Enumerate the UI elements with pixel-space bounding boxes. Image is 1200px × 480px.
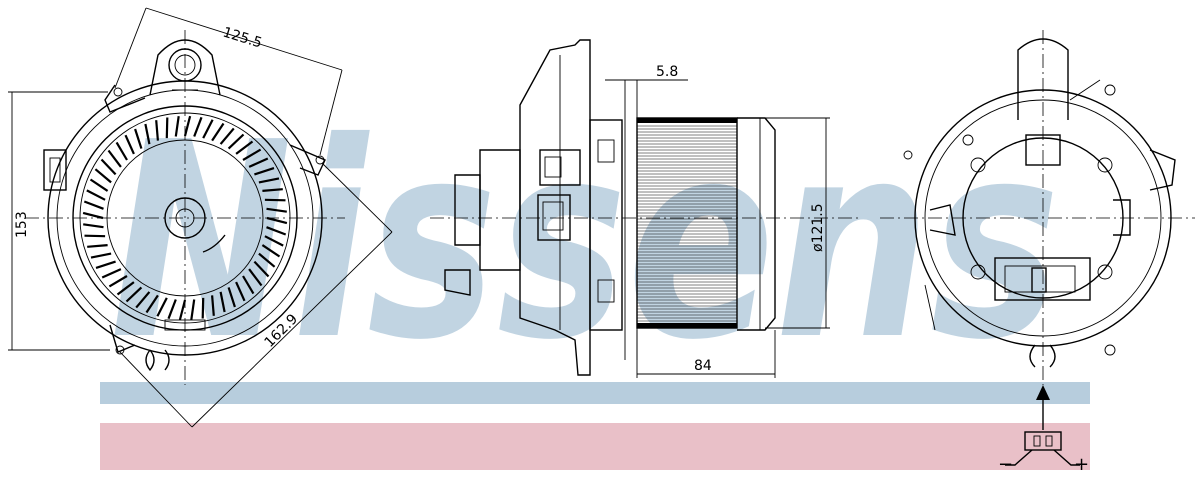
fan-blade bbox=[242, 275, 255, 295]
fan-blade bbox=[253, 260, 270, 278]
fan-blade bbox=[83, 223, 104, 229]
fan-blade bbox=[124, 134, 135, 155]
side-view bbox=[430, 39, 860, 376]
band-pink bbox=[100, 423, 1090, 470]
fan-blade bbox=[242, 148, 262, 161]
fan-blade bbox=[90, 252, 112, 259]
fan-blade bbox=[115, 141, 128, 161]
dim-top-width: 125.5 bbox=[221, 25, 264, 52]
fan-blade bbox=[87, 244, 108, 248]
fan-blades bbox=[82, 115, 288, 321]
fan-blade bbox=[211, 122, 225, 142]
fan-blade bbox=[235, 281, 246, 302]
front-view bbox=[25, 30, 345, 385]
watermark-logo: Nissens bbox=[110, 84, 1060, 399]
fan-blade bbox=[101, 268, 122, 279]
plus-terminal: + bbox=[1074, 454, 1089, 475]
fan-blade bbox=[264, 198, 286, 202]
fan-blade bbox=[201, 297, 205, 319]
fan-blade bbox=[144, 123, 151, 145]
fan-blade bbox=[235, 140, 254, 155]
fan-blade bbox=[135, 291, 151, 309]
fan-blade bbox=[254, 167, 275, 176]
fan-blade bbox=[266, 226, 287, 236]
fan-blade bbox=[167, 299, 177, 320]
fan-ribs bbox=[637, 125, 737, 322]
fan-blade bbox=[258, 252, 276, 268]
fan-blade bbox=[83, 200, 104, 210]
fan-blade bbox=[261, 244, 281, 258]
fan-blade bbox=[94, 168, 112, 184]
fan-blade bbox=[190, 299, 196, 320]
fan-blade bbox=[183, 115, 192, 137]
dim-height: 153 bbox=[14, 211, 30, 238]
fan-blade bbox=[174, 116, 180, 137]
fan-blade bbox=[193, 116, 203, 137]
fan-blade bbox=[211, 295, 215, 316]
connector-symbol: − + bbox=[998, 385, 1089, 475]
fan-blade bbox=[155, 120, 159, 141]
fan-blade bbox=[165, 117, 169, 139]
dim-length: 84 bbox=[694, 358, 712, 374]
fan-blade bbox=[202, 119, 214, 139]
fan-blade bbox=[125, 286, 143, 303]
fan-blade bbox=[100, 158, 117, 176]
band-blue bbox=[100, 382, 1090, 404]
fan-blade bbox=[262, 188, 283, 192]
rear-view bbox=[880, 30, 1195, 385]
fan-blade bbox=[116, 281, 135, 296]
fan-blade bbox=[227, 133, 245, 150]
minus-terminal: − bbox=[998, 454, 1013, 475]
fan-blade bbox=[156, 297, 168, 317]
fan-blade bbox=[178, 299, 187, 321]
fan-blade bbox=[248, 157, 269, 168]
fan-blade bbox=[266, 216, 288, 225]
fan-blade bbox=[266, 207, 287, 213]
fan-blade bbox=[219, 127, 235, 145]
fan-blade bbox=[82, 211, 104, 220]
fan-blade bbox=[107, 149, 122, 168]
fan-blade bbox=[108, 275, 128, 288]
fan-blade bbox=[264, 235, 284, 247]
fan-blade bbox=[95, 260, 116, 269]
fan-blade bbox=[258, 177, 280, 184]
fan-blade bbox=[145, 294, 159, 314]
side-dimensions: 5.8 ø121.5 84 bbox=[605, 64, 830, 378]
dim-diameter: ø121.5 bbox=[810, 203, 826, 252]
fan-blade bbox=[227, 287, 236, 308]
fan-blade bbox=[89, 178, 109, 192]
fan-blade bbox=[134, 128, 143, 149]
fan-blade bbox=[219, 291, 226, 313]
fan-blade bbox=[84, 234, 106, 238]
dim-flange: 5.8 bbox=[656, 64, 678, 80]
fan-blade bbox=[86, 189, 106, 201]
fan-blade bbox=[248, 268, 263, 287]
